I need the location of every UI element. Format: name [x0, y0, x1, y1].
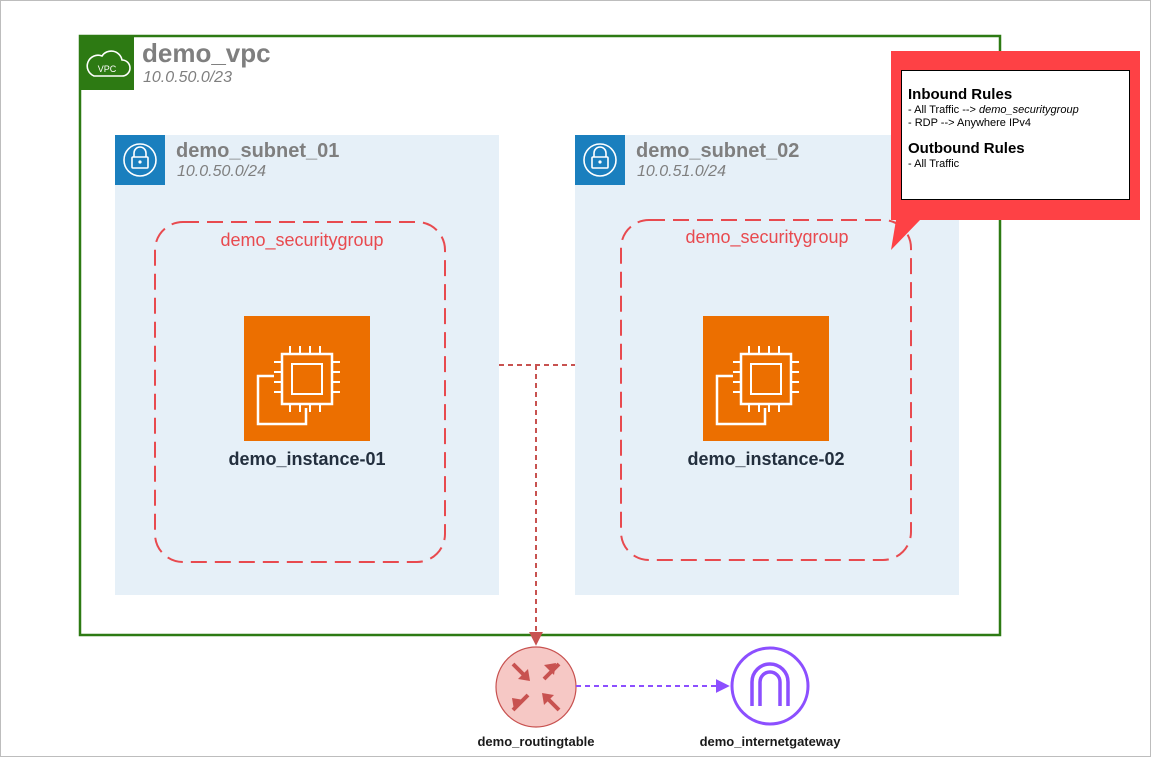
security-rules-panel: Inbound Rules - All Traffic --> demo_sec…	[901, 70, 1130, 200]
subnet-01-name: demo_subnet_01	[176, 140, 340, 162]
inbound-rule-1-text: - All Traffic -->	[908, 104, 980, 116]
subnet-02-name: demo_subnet_02	[636, 140, 800, 162]
lock-icon	[575, 135, 625, 185]
gateway-arch-icon[interactable]	[730, 646, 810, 726]
vpc-name: demo_vpc	[142, 38, 271, 68]
security-group-02[interactable]	[620, 219, 912, 561]
vpc-cloud-icon: VPC	[80, 36, 134, 90]
ec2-chip-icon[interactable]	[244, 316, 370, 441]
security-group-01-label: demo_securitygroup	[220, 230, 384, 250]
inbound-rule-1: - All Traffic --> demo_securitygroup	[908, 104, 1123, 117]
inbound-rule-2: - RDP --> Anywhere IPv4	[908, 117, 1031, 129]
internet-gateway-label: demo_internetgateway	[699, 734, 841, 749]
security-group-01[interactable]	[154, 221, 446, 563]
instance-02-label: demo_instance-02	[687, 449, 845, 469]
ec2-chip-icon[interactable]	[703, 316, 829, 441]
router-arrows-icon[interactable]	[495, 646, 577, 728]
subnet-02-cidr: 10.0.51.0/24	[637, 163, 726, 180]
security-group-02-label: demo_securitygroup	[685, 227, 849, 247]
inbound-rule-1-ref: demo_securitygroup	[979, 104, 1079, 116]
outbound-rules-title: Outbound Rules	[908, 140, 1025, 157]
vpc-cidr: 10.0.50.0/23	[143, 69, 232, 86]
lock-icon	[115, 135, 165, 185]
routing-table-label: demo_routingtable	[477, 734, 595, 749]
instance-01-label: demo_instance-01	[228, 449, 386, 469]
svg-text:VPC: VPC	[98, 64, 117, 74]
subnet-01-cidr: 10.0.50.0/24	[177, 163, 266, 180]
outbound-rule-1: - All Traffic	[908, 158, 960, 170]
inbound-rules-title: Inbound Rules	[908, 86, 1013, 103]
subnet-to-routetable-connector	[499, 364, 575, 643]
